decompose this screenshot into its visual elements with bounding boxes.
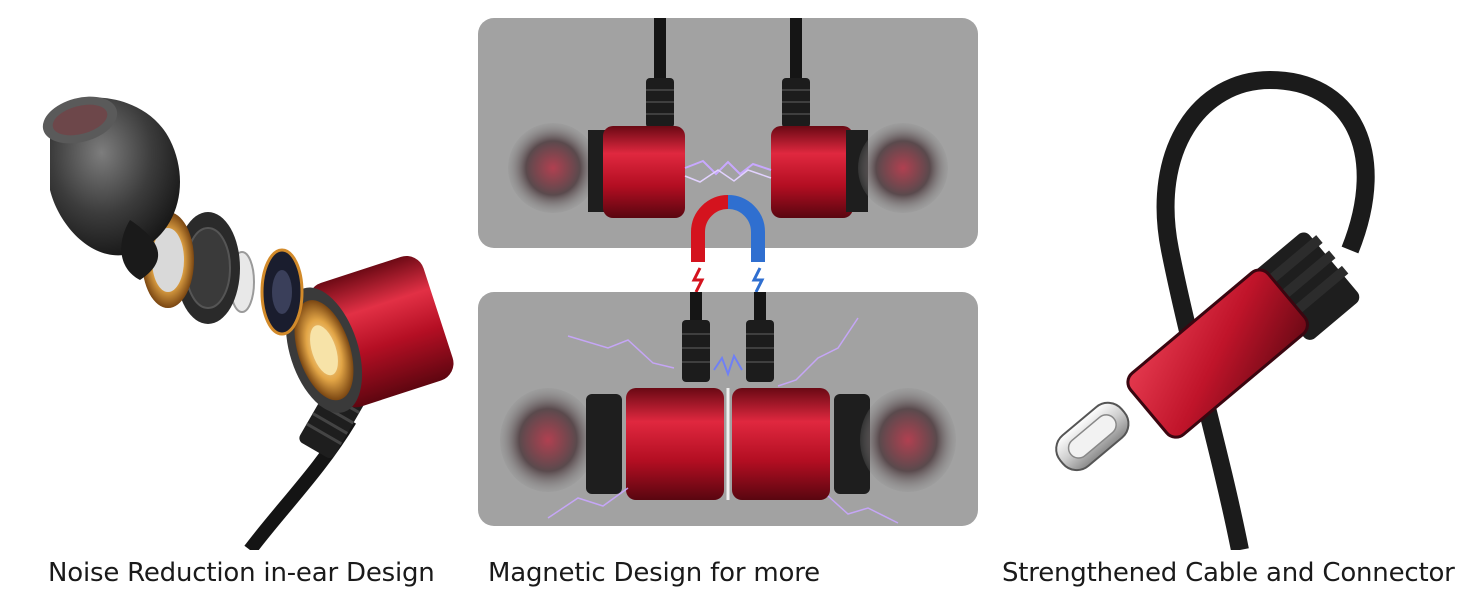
bottom-sparks — [547, 317, 899, 524]
caption-strengthened-cable: Strengthened Cable and Connector — [1002, 558, 1455, 588]
bottom-left-earbud — [500, 292, 724, 500]
driver-magnet — [260, 248, 304, 336]
top-left-earbud — [508, 18, 685, 218]
top-right-earbud — [771, 18, 948, 218]
top-spark — [684, 159, 772, 183]
magnetic-design-illustration — [478, 18, 978, 528]
bottom-right-earbud — [732, 292, 956, 500]
red-housing — [285, 255, 454, 413]
magnet-icon — [691, 195, 765, 293]
caption-noise-reduction: Noise Reduction in-ear Design — [48, 558, 435, 588]
red-connector-housing — [1126, 268, 1309, 439]
caption-magnetic-design: Magnetic Design for more — [488, 558, 820, 588]
exploded-earbud-illustration — [20, 70, 460, 550]
diaphragm — [176, 212, 240, 324]
usb-c-cable-illustration — [1040, 30, 1460, 550]
usb-c-plug — [1055, 401, 1130, 472]
silicone-ear-tip — [42, 96, 180, 280]
